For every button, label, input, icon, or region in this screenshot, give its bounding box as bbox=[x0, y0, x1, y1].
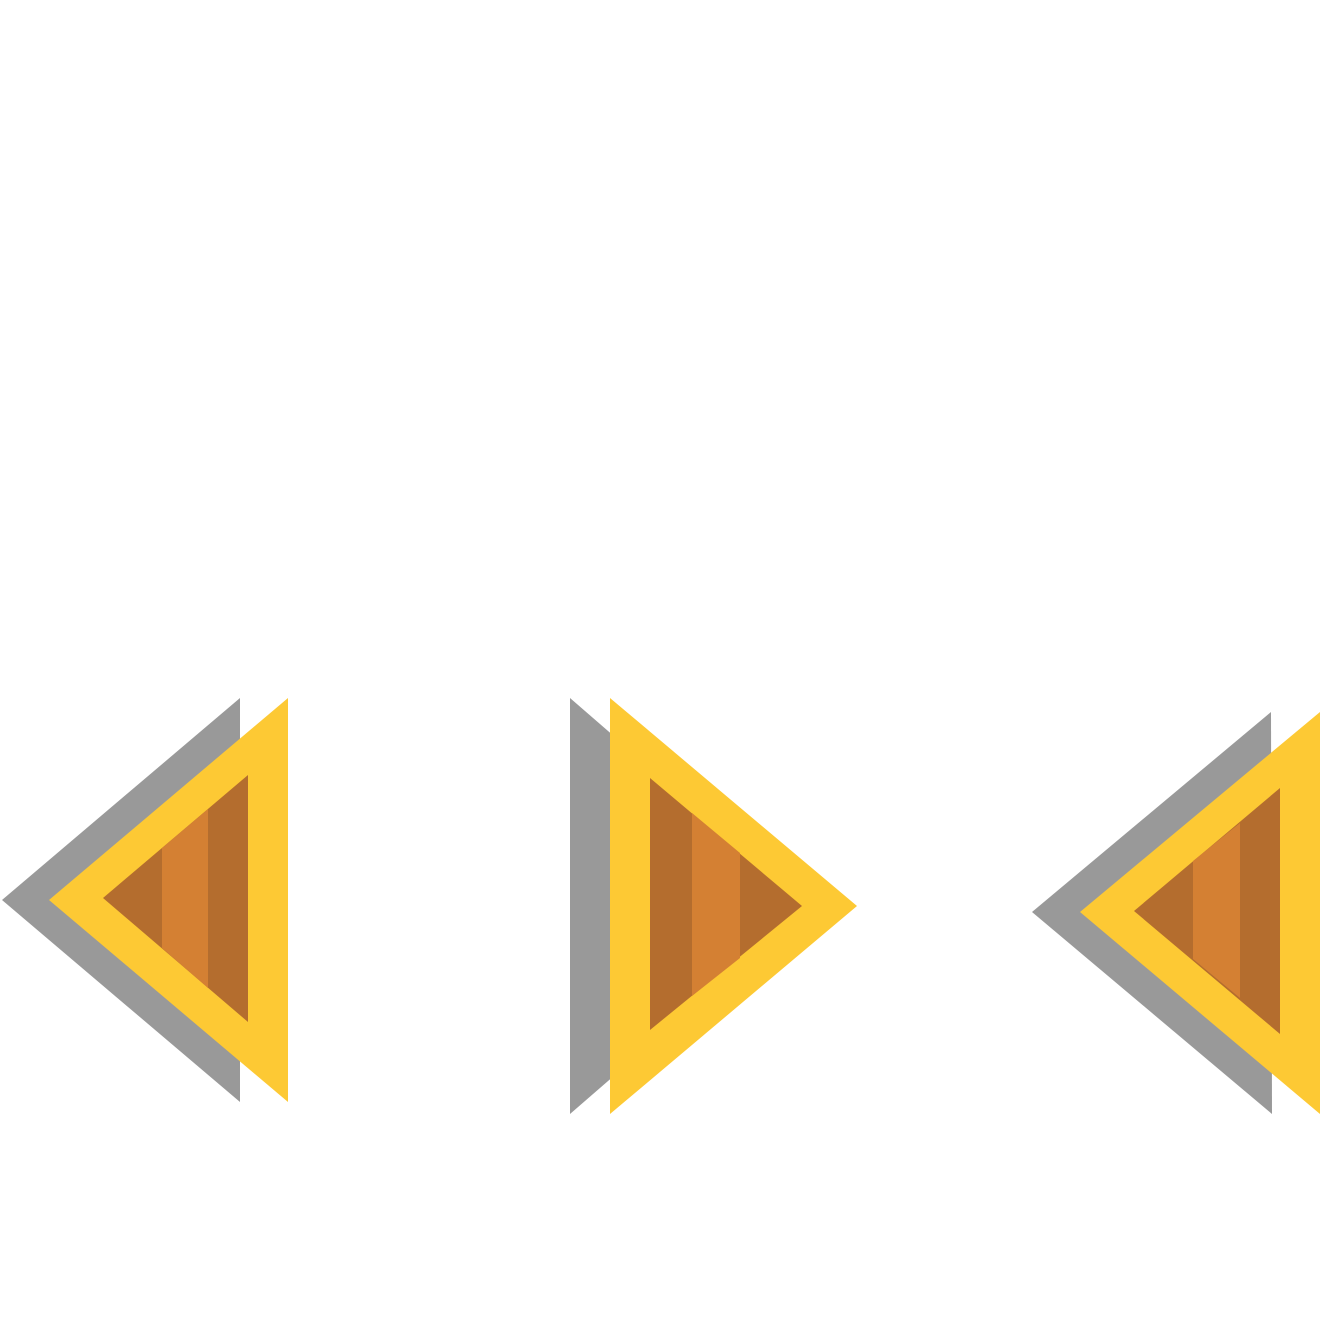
right-arrow-button[interactable] bbox=[570, 698, 857, 1114]
arrow-inner-fill bbox=[103, 775, 248, 1022]
left-arrow-button[interactable] bbox=[2, 698, 288, 1102]
arrow-inner-fill bbox=[1134, 788, 1280, 1034]
left-arrow-button-2[interactable] bbox=[1032, 712, 1320, 1114]
arrow-inner-fill bbox=[650, 778, 802, 1030]
